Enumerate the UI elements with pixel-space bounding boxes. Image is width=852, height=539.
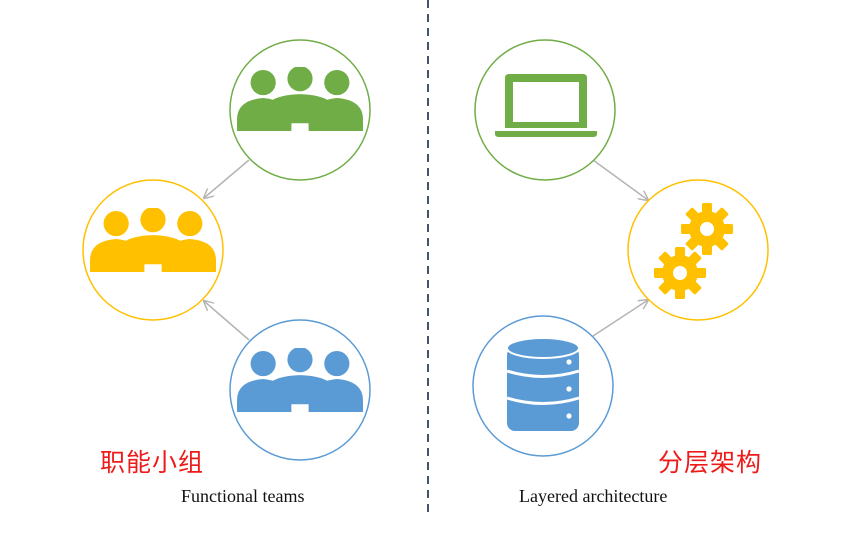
right-panel: [472, 39, 769, 457]
right-caption: Layered architecture: [519, 486, 668, 506]
arrow-laptop-to-gears: [592, 159, 648, 200]
laptop-icon: [495, 74, 597, 137]
left-title: 职能小组: [100, 448, 205, 477]
node-laptop: [474, 39, 616, 181]
node-team-yellow: [82, 179, 224, 321]
node-team-blue: [229, 319, 371, 461]
database-icon: [506, 337, 580, 431]
node-gears: [627, 179, 769, 321]
gears-icon: [654, 203, 733, 299]
node-team-green: [229, 39, 371, 181]
arrow-database-to-gears: [592, 300, 648, 337]
arrow-blue-to-yellow: [204, 301, 250, 341]
node-database: [472, 315, 614, 457]
left-panel: [82, 39, 371, 461]
left-caption: Functional teams: [181, 486, 305, 506]
arrow-green-to-yellow: [204, 159, 250, 198]
right-title: 分层架构: [658, 448, 763, 477]
